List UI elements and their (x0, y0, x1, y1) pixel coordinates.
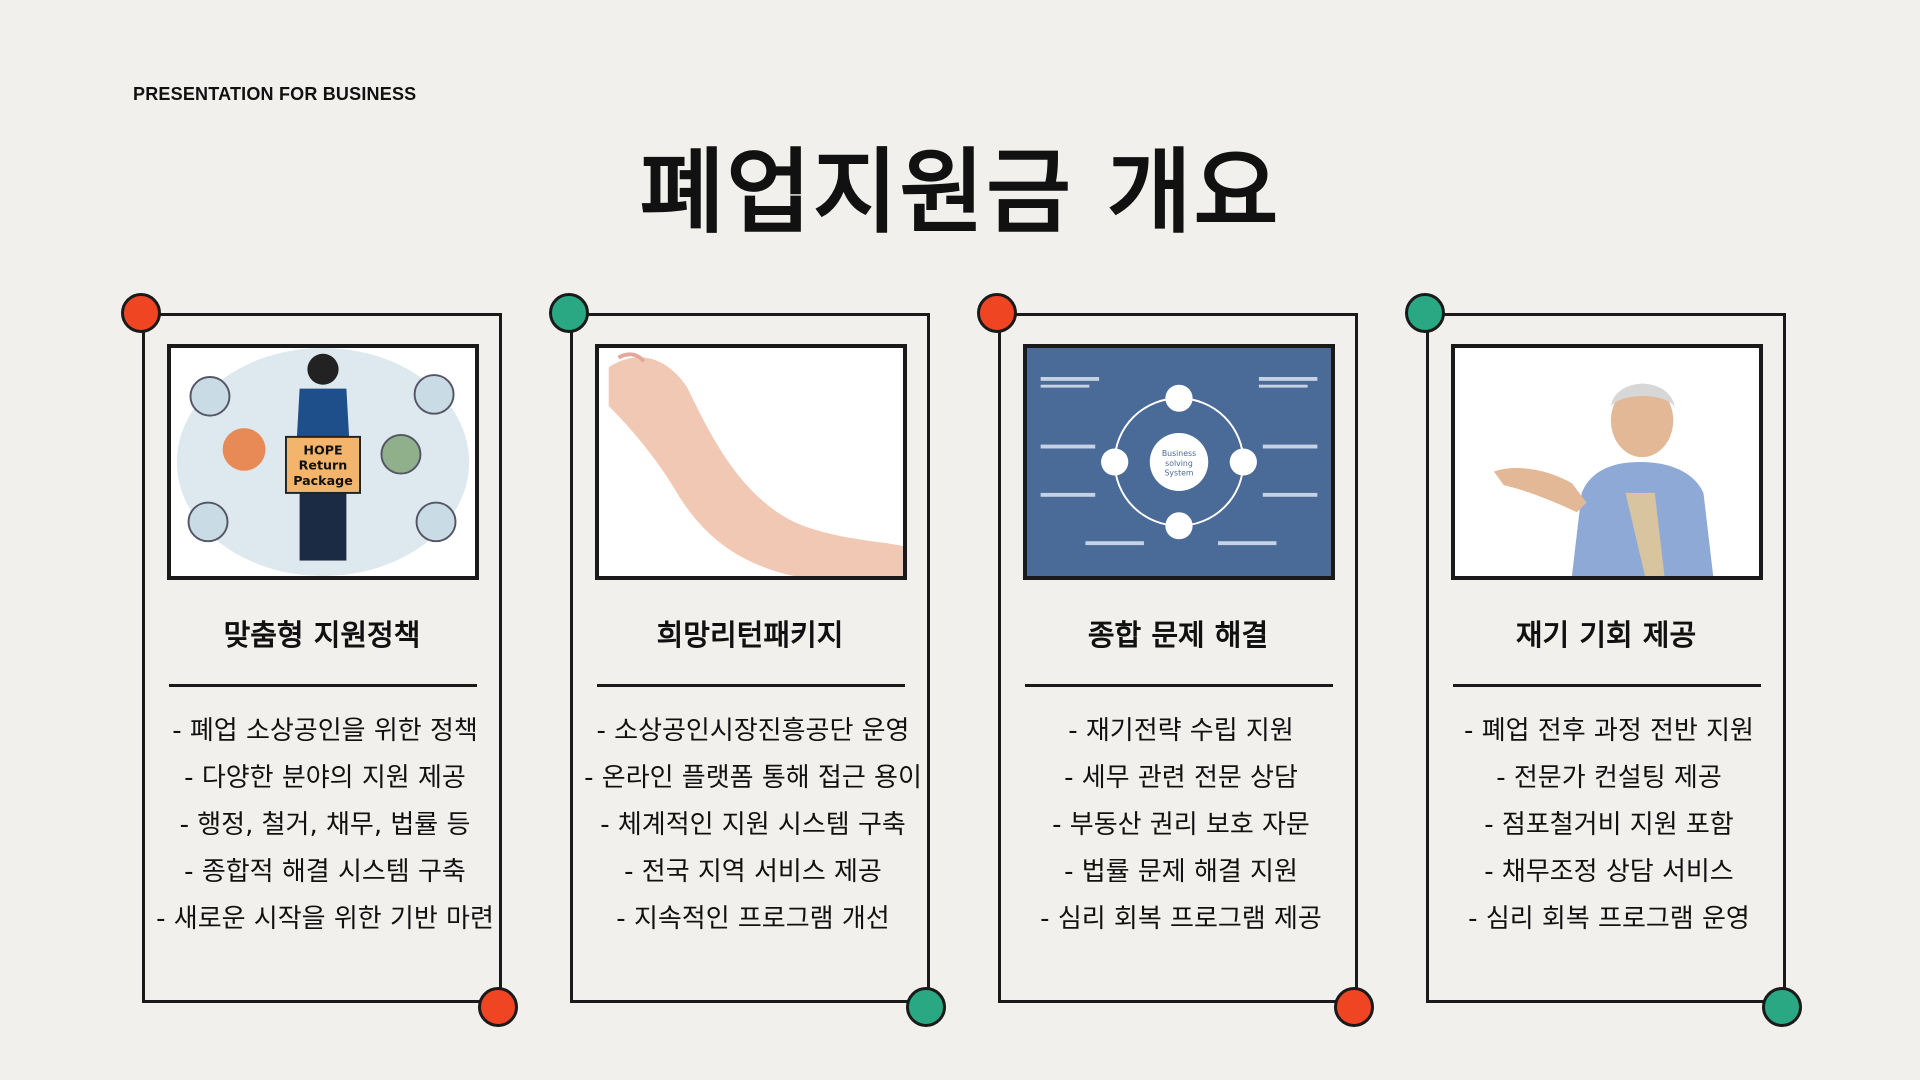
card-divider (597, 684, 905, 687)
card-divider (169, 684, 477, 687)
diagram-center-2: solving (1165, 459, 1193, 468)
page-title: 폐업지원금 개요 (639, 139, 1281, 246)
sign-line-3: Package (293, 473, 353, 488)
card-second-chance[interactable]: 재기 기회 제공 - 폐업 전후 과정 전반 지원 - 전문가 컨설팅 제공 -… (1426, 313, 1786, 1003)
card-custom-policy[interactable]: HOPE Return Package 맞춤형 지원정책 - 폐업 소상공인을 … (142, 313, 502, 1003)
list-item: - 채무조정 상담 서비스 (1484, 857, 1734, 887)
card-divider (1025, 684, 1333, 687)
list-item: - 전문가 컨설팅 제공 (1496, 763, 1722, 793)
card-list: - 폐업 전후 과정 전반 지원 - 전문가 컨설팅 제공 - 점포철거비 지원… (1439, 708, 1779, 943)
business-system-diagram: Business solving System (1023, 344, 1335, 580)
list-item: - 온라인 플랫폼 통해 접근 용이 (584, 763, 922, 793)
card-list: - 소상공인시장진흥공단 운영 - 온라인 플랫폼 통해 접근 용이 - 체계적… (583, 708, 923, 943)
senior-man-photo (1451, 344, 1763, 580)
list-item: - 법률 문제 해결 지원 (1064, 857, 1298, 887)
corner-dot-red (121, 293, 161, 333)
list-item: - 다양한 분야의 지원 제공 (184, 763, 466, 793)
list-item: - 폐업 전후 과정 전반 지원 (1464, 716, 1754, 746)
corner-dot-green (906, 987, 946, 1027)
corner-dot-green (1405, 293, 1445, 333)
list-item: - 세무 관련 전문 상담 (1064, 763, 1298, 793)
corner-dot-red (478, 987, 518, 1027)
card-title: 종합 문제 해결 (1087, 618, 1269, 652)
hope-return-package-illustration: HOPE Return Package (167, 344, 479, 580)
card-title: 희망리턴패키지 (656, 618, 844, 652)
card-list: - 폐업 소상공인을 위한 정책 - 다양한 분야의 지원 제공 - 행정, 철… (155, 708, 495, 943)
list-item: - 전국 지역 서비스 제공 (624, 857, 882, 887)
list-item: - 폐업 소상공인을 위한 정책 (172, 716, 478, 746)
hand-photo (595, 344, 907, 580)
list-item: - 행정, 철거, 채무, 법률 등 (179, 810, 471, 840)
diagram-center-1: Business (1162, 449, 1196, 458)
list-item: - 부동산 권리 보호 자문 (1052, 810, 1310, 840)
list-item: - 점포철거비 지원 포함 (1484, 810, 1734, 840)
corner-dot-green (1762, 987, 1802, 1027)
sign-line-2: Return (299, 458, 348, 473)
list-item: - 지속적인 프로그램 개선 (616, 904, 890, 934)
card-list: - 재기전략 수립 지원 - 세무 관련 전문 상담 - 부동산 권리 보호 자… (1011, 708, 1351, 943)
sign-line-1: HOPE (303, 442, 342, 457)
list-item: - 새로운 시작을 위한 기반 마련 (156, 904, 494, 934)
list-item: - 심리 회복 프로그램 제공 (1040, 904, 1322, 934)
list-item: - 소상공인시장진흥공단 운영 (596, 716, 910, 746)
card-title: 맞춤형 지원정책 (223, 618, 421, 652)
list-item: - 심리 회복 프로그램 운영 (1468, 904, 1750, 934)
card-title: 재기 기회 제공 (1515, 618, 1697, 652)
presentation-eyebrow: PRESENTATION FOR BUSINESS (133, 84, 417, 104)
list-item: - 종합적 해결 시스템 구축 (184, 857, 466, 887)
card-hope-return-package[interactable]: 희망리턴패키지 - 소상공인시장진흥공단 운영 - 온라인 플랫폼 통해 접근 … (570, 313, 930, 1003)
card-divider (1453, 684, 1761, 687)
corner-dot-red (1334, 987, 1374, 1027)
list-item: - 체계적인 지원 시스템 구축 (600, 810, 906, 840)
corner-dot-red (977, 293, 1017, 333)
corner-dot-green (549, 293, 589, 333)
card-comprehensive-solution[interactable]: Business solving System 종합 문제 해결 - 재기전략 … (998, 313, 1358, 1003)
list-item: - 재기전략 수립 지원 (1068, 716, 1294, 746)
diagram-center-3: System (1164, 469, 1193, 478)
